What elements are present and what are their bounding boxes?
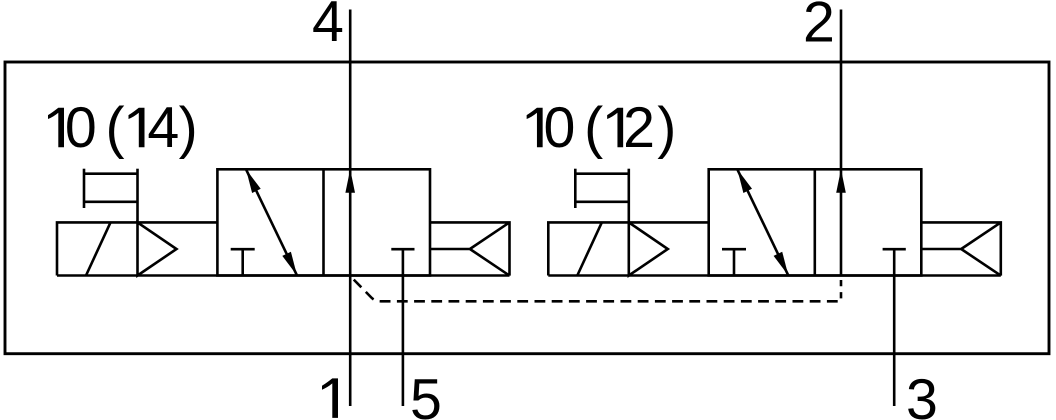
svg-text:5: 5 xyxy=(410,368,442,420)
svg-text:2: 2 xyxy=(623,96,655,160)
svg-text:0: 0 xyxy=(65,96,97,160)
svg-text:): ) xyxy=(179,96,198,160)
svg-text:(: ( xyxy=(106,96,125,160)
svg-text:): ) xyxy=(657,96,676,160)
svg-text:3: 3 xyxy=(906,368,938,420)
svg-text:(: ( xyxy=(584,96,603,160)
svg-text:4: 4 xyxy=(312,0,344,54)
svg-text:4: 4 xyxy=(147,96,179,160)
svg-text:2: 2 xyxy=(803,0,835,54)
svg-text:0: 0 xyxy=(544,96,576,160)
